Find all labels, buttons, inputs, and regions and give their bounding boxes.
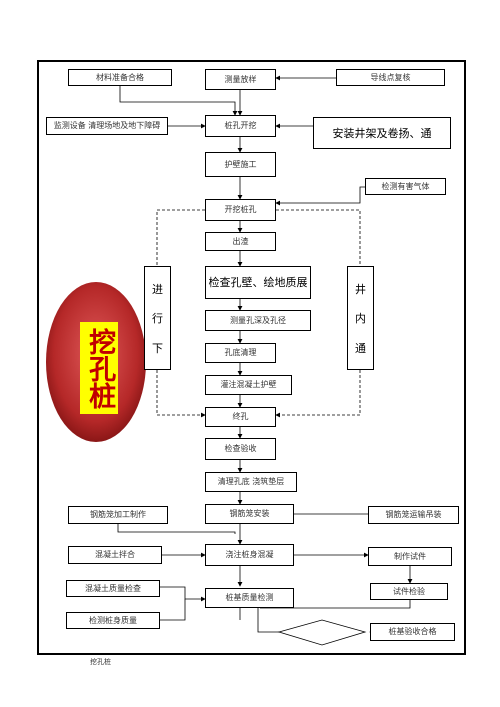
node-center-row11: 终孔 bbox=[205, 407, 276, 427]
node-center-row14: 钢筋笼安装 bbox=[205, 504, 294, 524]
outer-frame bbox=[37, 60, 466, 655]
side-box-left: 进 行 下 bbox=[144, 266, 171, 370]
node-top-center: 测量放样 bbox=[205, 69, 276, 90]
node-left-row16a: 混凝土质量检查 bbox=[66, 580, 160, 597]
node-right-row15: 制作试件 bbox=[368, 547, 452, 566]
node-top-left: 材料准备合格 bbox=[68, 69, 172, 86]
node-center-row3: 护壁施工 bbox=[205, 152, 276, 177]
node-left-row14: 钢筋笼加工制作 bbox=[68, 506, 168, 524]
node-top-right: 导线点复核 bbox=[336, 69, 445, 86]
node-left-row2: 监测设备 清理场地及地下障碍 bbox=[46, 117, 168, 135]
node-right-row16: 试件检验 bbox=[370, 583, 448, 600]
decision-diamond bbox=[277, 619, 367, 646]
node-center-row9: 孔底清理 bbox=[205, 343, 276, 363]
node-center-row2: 桩孔开挖 bbox=[205, 115, 276, 137]
node-center-row10: 灌注混凝土护壁 bbox=[205, 375, 292, 395]
node-left-row16b: 检测桩身质量 bbox=[66, 612, 160, 629]
node-center-row16: 桩基质量检测 bbox=[205, 588, 294, 608]
node-center-row12: 检查验收 bbox=[205, 438, 276, 460]
node-center-row8: 测量孔深及孔径 bbox=[205, 310, 311, 331]
node-center-row7: 检查孔壁、绘地质展 bbox=[205, 266, 311, 299]
node-right-row2: 安装井架及卷扬、通 bbox=[313, 117, 451, 149]
node-center-row13: 清理孔底 浇筑垫层 bbox=[205, 472, 297, 492]
badge-text: 挖孔桩 bbox=[84, 327, 116, 409]
node-center-row5: 开挖桩孔 bbox=[205, 199, 276, 221]
badge-label: 挖孔桩 bbox=[80, 322, 118, 414]
figure-caption: 挖孔桩 bbox=[90, 658, 111, 666]
node-right-row17: 桩基验收合格 bbox=[370, 623, 455, 641]
node-right-row14: 钢筋笼运输吊装 bbox=[368, 506, 459, 524]
side-box-right: 井 内 通 bbox=[347, 266, 374, 370]
node-center-row6: 出渣 bbox=[205, 232, 276, 251]
node-center-row15: 浇注桩身混凝 bbox=[205, 544, 294, 566]
node-left-row15: 混凝土拌合 bbox=[68, 546, 162, 564]
node-right-row4: 检测有害气体 bbox=[365, 178, 446, 195]
